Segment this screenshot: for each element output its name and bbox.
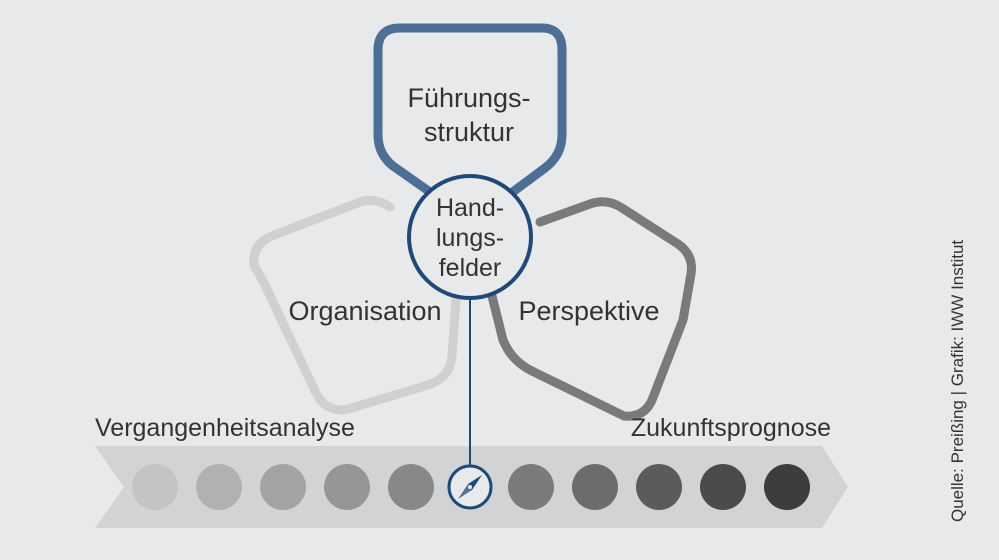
timeline-dot [636, 464, 682, 510]
top-petal-shape [373, 23, 567, 199]
timeline-dot [388, 464, 434, 510]
timeline-dots [132, 464, 810, 510]
center-label-line3: felder [439, 254, 502, 282]
timeline-dot [132, 464, 178, 510]
timeline-dot [196, 464, 242, 510]
timeline-dot [324, 464, 370, 510]
timeline-dot [260, 464, 306, 510]
timeline-dot [572, 464, 618, 510]
left-petal-label: Organisation [288, 296, 441, 326]
timeline-dot [508, 464, 554, 510]
top-petal-label-line1: Führungs- [407, 83, 530, 113]
compass-icon [447, 464, 493, 510]
center-label-line1: Hand- [436, 194, 504, 222]
source-credit: Quelle: Preißing | Grafik: IWW Institut [948, 240, 967, 522]
right-petal-label: Perspektive [518, 296, 659, 326]
center-circle [407, 174, 533, 300]
timeline-dot [700, 464, 746, 510]
top-petal-label-line2: struktur [424, 117, 514, 147]
timeline-dot [764, 464, 810, 510]
center-label-line2: lungs- [436, 224, 504, 252]
timeline-left-label: Vergangenheitsanalyse [95, 414, 355, 442]
right-petal-shape [485, 197, 696, 421]
timeline-right-label: Zukunftsprognose [631, 414, 831, 442]
